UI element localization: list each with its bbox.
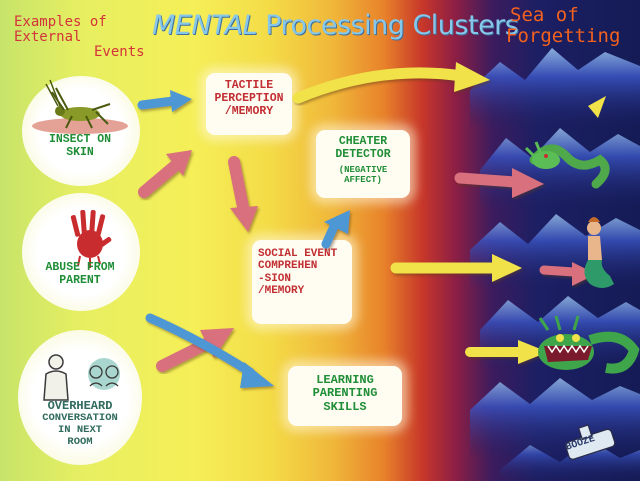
cluster-box-learning: [288, 366, 402, 426]
cluster-label-cheater: CHEATER DETECTOR (NEGATIVE AFFECT): [318, 135, 408, 185]
cluster-box-social: [252, 240, 352, 324]
two-people-icon: [88, 358, 120, 390]
sea-title-line1: Sea of: [510, 4, 579, 26]
arrow-tactile-to-sea: [292, 62, 490, 104]
external-events-line1: Examples of: [14, 14, 107, 30]
cluster-label-learning-line1: LEARNING: [316, 373, 374, 387]
cluster-label-social-line4: /MEMORY: [258, 284, 305, 297]
cluster-label-cheater-line2: DETECTOR: [335, 147, 391, 161]
event-label-overheard-line4: ROOM: [67, 435, 93, 448]
arrow-sea-yellow-tip: [588, 96, 606, 118]
event-label-abuse: ABUSE FROM PARENT: [30, 261, 130, 288]
cluster-label-tactile-line2: PERCEPTION: [214, 91, 284, 105]
event-label-overheard-line1: OVERHEARD: [47, 399, 113, 413]
external-events-title: Examples of External Events: [14, 15, 145, 60]
cluster-label-learning-line2: PARENTING: [312, 386, 378, 401]
cluster-label-cheater-line1: CHEATER: [338, 135, 388, 148]
event-bubble-overheard: [18, 330, 142, 465]
event-label-insect: INSECT ON SKIN: [30, 133, 130, 160]
cluster-box-tactile: [206, 73, 292, 135]
cluster-label-learning-line3: SKILLS: [323, 399, 367, 414]
arrow-social-to-cheater: [321, 210, 350, 249]
cluster-label-learning: LEARNING PARENTING SKILLS: [290, 373, 400, 414]
arrow-overheard-to-learning: [145, 313, 274, 388]
arrow-sea-pink-1: [454, 168, 544, 198]
sea-title: Sea of Forgetting: [506, 5, 620, 47]
main-title-part2: Processing Clusters: [265, 10, 519, 41]
arrow-tactile-to-social: [228, 156, 258, 232]
event-label-overheard-line2: CONVERSATION: [42, 412, 118, 425]
event-label-abuse-line1: ABUSE FROM: [45, 261, 115, 274]
bottle-icon: [565, 424, 616, 460]
cluster-label-social-line2: COMPREHEN: [258, 260, 318, 273]
cluster-label-tactile-line3: /MEMORY: [224, 104, 274, 118]
sea-serpent-icon: [524, 141, 610, 189]
arrow-insect-to-tactile: [137, 90, 192, 112]
cluster-label-tactile: TACTILE PERCEPTION /MEMORY: [208, 79, 290, 119]
sea-monster-icon: [538, 315, 640, 374]
main-title: MENTAL Processing Clusters: [152, 10, 519, 41]
cluster-box-cheater: [316, 130, 410, 198]
event-label-overheard-line3: IN NEXT: [57, 424, 103, 437]
mermaid-icon: [584, 217, 618, 292]
cluster-label-cheater-note2: AFFECT): [344, 174, 382, 185]
handprint-icon: [70, 209, 112, 268]
main-title-part1: MENTAL: [152, 10, 258, 41]
sea-title-line2: Forgetting: [506, 25, 621, 47]
cluster-label-cheater-note1: (NEGATIVE: [338, 164, 388, 175]
arrow-social-to-sea: [390, 254, 522, 282]
cluster-label-tactile-line1: TACTILE: [224, 79, 274, 92]
arrow-overheard-to-social: [156, 328, 234, 372]
event-label-abuse-line2: PARENT: [59, 273, 101, 287]
external-events-line3: Events: [94, 44, 145, 60]
event-label-insect-line2: SKIN: [66, 145, 94, 159]
event-label-overheard: OVERHEARD CONVERSATION IN NEXT ROOM: [22, 399, 138, 449]
arrow-abuse-to-tactile: [138, 150, 192, 198]
event-label-insect-line1: INSECT ON: [48, 133, 112, 146]
person-icon: [43, 354, 69, 401]
cluster-label-social: SOCIAL EVENT COMPREHEN -SION /MEMORY: [254, 248, 354, 297]
arrow-sea-yellow: [465, 340, 548, 364]
external-events-line2: External: [14, 29, 82, 45]
insect-icon: [32, 79, 128, 134]
cluster-label-social-line3: -SION: [258, 272, 292, 285]
cluster-label-social-line1: SOCIAL EVENT: [258, 248, 338, 260]
arrow-sea-pink-2: [539, 262, 596, 286]
